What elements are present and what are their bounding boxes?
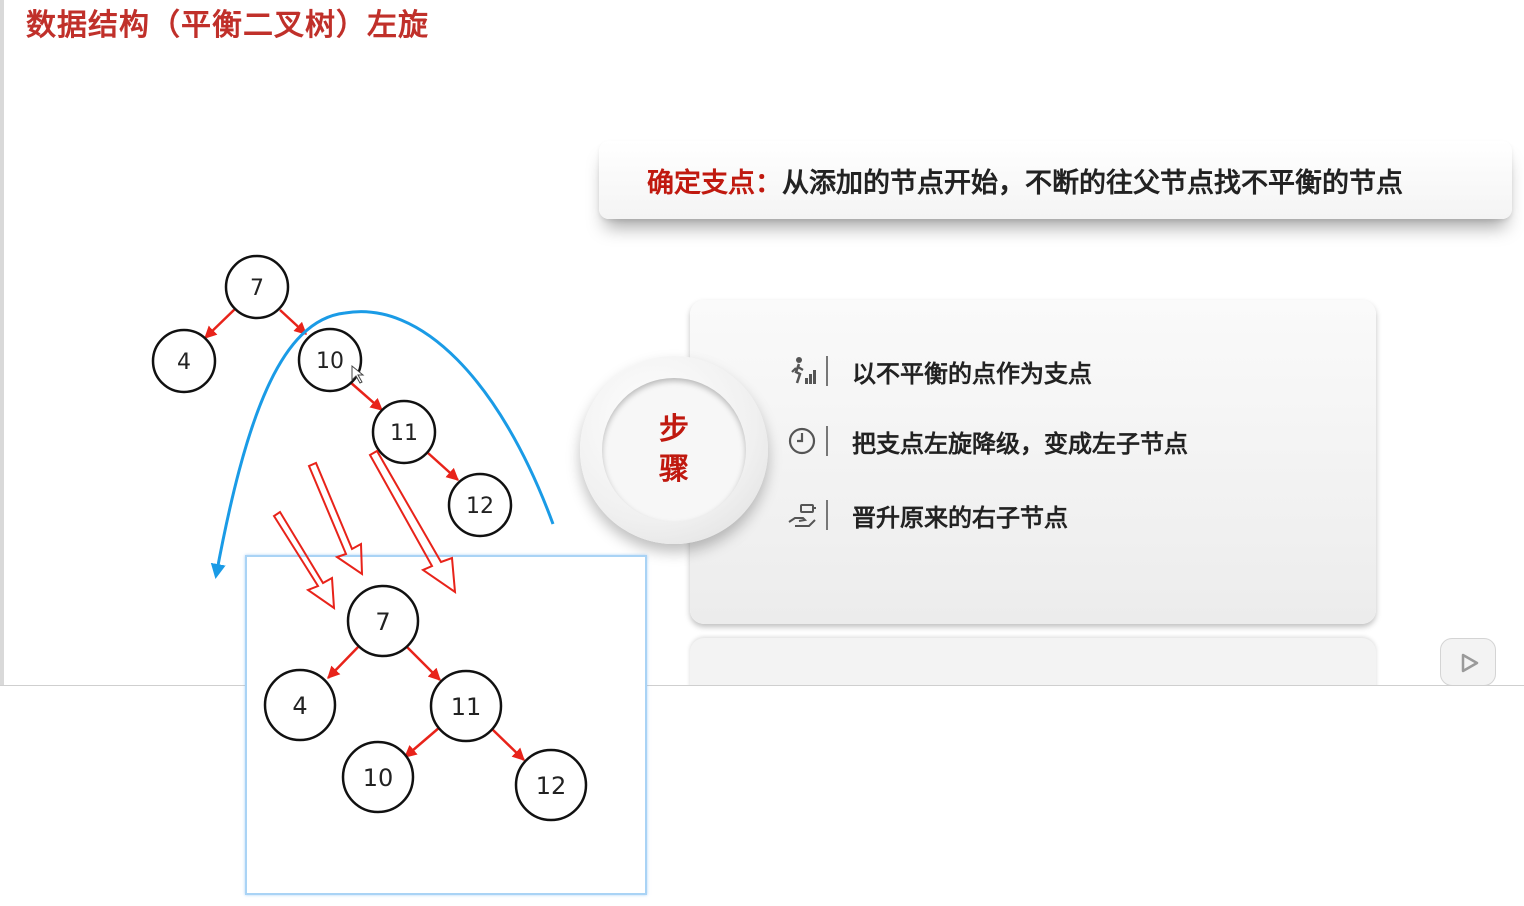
hollow-down-arrow [307,461,364,576]
svg-text:11: 11 [390,421,418,446]
step-separator [826,500,828,530]
tree-node: 11 [371,399,437,465]
step-label: 晋升原来的右子节点 [852,503,1068,532]
tree-edge [491,728,525,761]
step-separator [826,426,828,456]
step-separator [826,356,828,386]
tree-edge [279,309,307,335]
callout-key: 确定支点： [647,167,782,199]
svg-text:4: 4 [177,350,191,375]
svg-text:10: 10 [363,764,394,792]
hand-give-icon [786,499,818,531]
svg-text:4: 4 [292,692,307,720]
svg-text:7: 7 [375,608,390,636]
badge-char-2: 骤 [659,452,689,487]
svg-text:10: 10 [316,349,344,374]
clock-icon [786,425,818,457]
slide-left-edge [0,0,4,686]
svg-text:12: 12 [536,772,567,800]
tree-edge [427,452,459,481]
step-item-3: 晋升原来的右子节点 [786,495,1068,535]
step-label: 以不平衡的点作为支点 [852,359,1092,388]
tree-node: 4 [151,328,217,394]
tree-node: 4 [263,668,337,742]
slide-title: 数据结构（平衡二叉树）左旋 [26,8,429,43]
steps-card [690,300,1376,624]
mouse-cursor-icon [351,364,365,384]
tree-edge [404,726,441,758]
tree-edge [204,307,237,339]
svg-text:11: 11 [451,693,482,721]
tree-node: 12 [514,748,588,822]
tree-node: 12 [447,472,513,538]
steps-badge: 步 骤 [602,378,746,522]
hollow-down-arrow [368,449,457,595]
tree-node: 10 [341,740,415,814]
tree-edge [405,645,441,681]
slide-bottom-edge [0,685,1524,686]
tree-node: 7 [224,254,290,320]
svg-text:7: 7 [250,276,264,301]
rotation-curve [210,310,555,579]
step-label: 把支点左旋降级，变成左子节点 [852,429,1188,458]
callout-text: 从添加的节点开始，不断的往父节点找不平衡的节点 [782,167,1403,199]
tree-edge [327,644,361,679]
pivot-callout: 确定支点： 从添加的节点开始，不断的往父节点找不平衡的节点 [599,141,1512,219]
badge-char-1: 步 [659,412,689,447]
play-button[interactable] [1440,638,1496,686]
svg-text:12: 12 [466,494,494,519]
step-item-2: 把支点左旋降级，变成左子节点 [786,421,1188,461]
stairs-person-icon [786,355,818,387]
step-item-1: 以不平衡的点作为支点 [786,351,1092,391]
tree-node: 10 [297,327,363,393]
hollow-down-arrow [272,510,336,611]
tree-node: 11 [429,669,503,743]
next-card [690,638,1376,686]
tree-node: 7 [346,584,420,658]
play-icon [1461,653,1479,673]
tree-before: 7 4 10 11 12 [151,254,513,538]
tree-edge [349,381,383,411]
